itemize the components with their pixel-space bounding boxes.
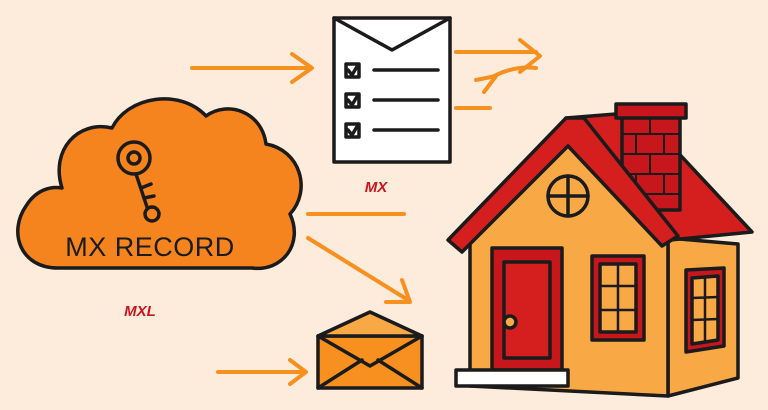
cloud-note: MXL xyxy=(124,303,156,320)
document-note: MX xyxy=(365,179,388,196)
cloud-icon: MX RECORD xyxy=(16,97,303,271)
key-icon xyxy=(116,140,161,223)
checkbox-icon xyxy=(344,62,361,139)
cloud-label: MX RECORD xyxy=(65,232,235,262)
house-icon xyxy=(446,102,754,398)
document-icon xyxy=(332,16,452,164)
arrow-icon xyxy=(190,38,542,386)
envelope-icon xyxy=(316,310,424,390)
